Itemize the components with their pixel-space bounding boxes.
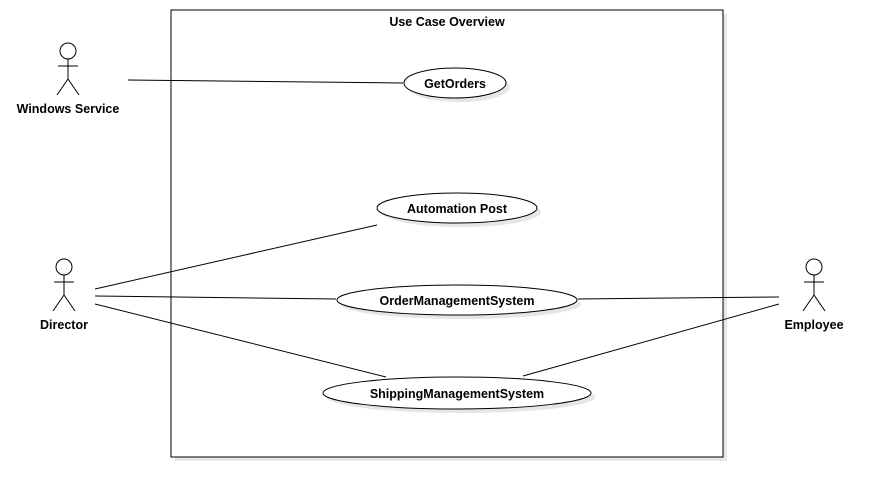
use-case-shipping-management-system-label: ShippingManagementSystem <box>370 387 544 401</box>
association-director-order-management <box>94 295 337 300</box>
actor-windows-service-figure-icon <box>56 42 80 96</box>
actor-director-figure-icon <box>52 258 76 312</box>
actor-director[interactable]: Director <box>40 258 88 332</box>
use-case-shipping-management-system[interactable]: ShippingManagementSystem <box>322 376 595 413</box>
use-case-getorders[interactable]: GetOrders <box>403 67 510 102</box>
actor-employee[interactable]: Employee <box>784 258 844 332</box>
actor-employee-label: Employee <box>784 318 843 332</box>
use-case-order-management-system-label: OrderManagementSystem <box>380 294 535 308</box>
use-case-order-management-system[interactable]: OrderManagementSystem <box>336 284 581 319</box>
use-case-automation-post[interactable]: Automation Post <box>376 192 541 227</box>
actor-windows-service[interactable]: Windows Service <box>17 42 120 116</box>
association-windows-service-getorders <box>127 79 404 84</box>
actor-director-label: Director <box>40 318 88 332</box>
actor-employee-figure-icon <box>802 258 826 312</box>
associations <box>94 79 780 378</box>
boundary-title: Use Case Overview <box>389 15 505 29</box>
association-employee-shipping-management <box>522 303 780 377</box>
association-director-shipping-management <box>94 303 387 378</box>
use-case-getorders-label: GetOrders <box>424 77 486 91</box>
association-director-automation-post <box>94 224 378 290</box>
association-employee-order-management <box>577 296 780 300</box>
actor-windows-service-label: Windows Service <box>17 102 120 116</box>
use-case-automation-post-label: Automation Post <box>407 202 508 216</box>
